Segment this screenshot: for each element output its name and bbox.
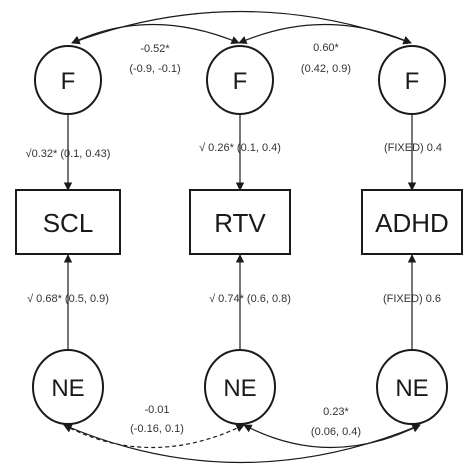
loading-label-ne2: √ 0.74* (0.6, 0.8)	[209, 293, 291, 305]
ne-node-2: NE	[204, 349, 276, 425]
ne-label: NE	[223, 375, 256, 402]
ne-label: NE	[51, 375, 84, 402]
ne-label: NE	[395, 375, 428, 402]
ne-node-1: NE	[32, 349, 104, 425]
measure-label: RTV	[214, 208, 266, 238]
measure-label: ADHD	[375, 208, 449, 238]
corr-value-ne2-ne3: 0.23*	[323, 406, 349, 418]
measure-box-rtv: RTV	[189, 189, 291, 255]
corr-arc-f1-f3	[71, 10, 412, 45]
factor-label: F	[405, 68, 420, 95]
factor-label: F	[61, 68, 76, 95]
factor-node-3: F	[378, 45, 446, 115]
corr-arc-ne2-ne3	[243, 424, 421, 449]
corr-ci-ne1-ne2: (-0.16, 0.1)	[130, 423, 184, 435]
loading-label-ne3: (FIXED) 0.6	[383, 293, 441, 305]
corr-arc-f1-f2	[71, 23, 240, 44]
factor-node-1: F	[34, 45, 102, 115]
loading-label-f3: (FIXED) 0.4	[384, 142, 442, 154]
corr-arc-ne1-ne3	[63, 424, 421, 464]
corr-value-f1-f2: -0.52*	[140, 43, 170, 55]
factor-node-2: F	[206, 45, 274, 115]
loading-label-ne1: √ 0.68* (0.5, 0.9)	[27, 293, 109, 305]
loading-label-f1: √0.32* (0.1, 0.43)	[26, 148, 111, 160]
corr-ci-f2-f3: (0.42, 0.9)	[301, 63, 351, 75]
measure-box-scl: SCL	[15, 189, 121, 255]
corr-ci-f1-f2: (-0.9, -0.1)	[129, 63, 180, 75]
corr-value-ne1-ne2: -0.01	[144, 404, 169, 416]
measure-box-adhd: ADHD	[361, 189, 463, 255]
factor-label: F	[233, 68, 248, 95]
corr-value-f2-f3: 0.60*	[313, 42, 339, 54]
loading-label-f2: √ 0.26* (0.1, 0.4)	[199, 142, 281, 154]
measure-label: SCL	[43, 208, 94, 238]
corr-ci-ne2-ne3: (0.06, 0.4)	[311, 426, 361, 438]
ne-node-3: NE	[376, 349, 448, 425]
corr-arc-ne1-ne2	[63, 424, 245, 449]
